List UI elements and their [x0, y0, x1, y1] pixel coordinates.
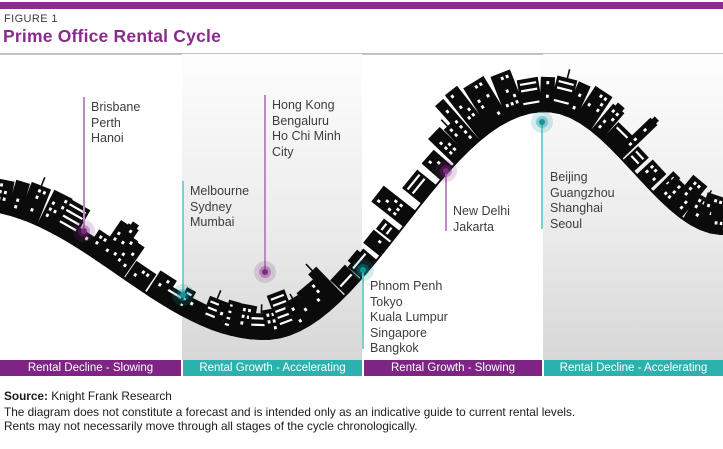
- disclaimer-line-2: Rents may not necessarily move through a…: [4, 419, 418, 433]
- phase-segment-3: Rental Growth - Slowing: [364, 360, 542, 376]
- phase-label: Rental Decline - Slowing: [27, 362, 154, 374]
- source-line: Source: Knight Frank Research: [4, 389, 719, 404]
- phase-label: Rental Growth - Slowing: [391, 362, 515, 374]
- phase-segment-4: Rental Decline - Accelerating: [544, 360, 723, 376]
- phase-segment-2: Rental Growth - Accelerating: [183, 360, 362, 376]
- header-accent-bar: [0, 2, 723, 9]
- skyline-buildings: [0, 69, 723, 340]
- disclaimer-line-1: The diagram does not constitute a foreca…: [4, 404, 576, 419]
- phase-label: Rental Growth - Accelerating: [199, 362, 346, 374]
- header-divider: [0, 53, 723, 55]
- source-text: Knight Frank Research: [51, 389, 172, 403]
- footer-notes: Source: Knight Frank Research The diagra…: [4, 389, 719, 435]
- figure-label: FIGURE 1: [4, 13, 58, 25]
- source-label: Source:: [4, 389, 48, 403]
- page-title: Prime Office Rental Cycle: [3, 26, 221, 46]
- phase-label: Rental Decline - Accelerating: [559, 362, 708, 374]
- phase-segment-1: Rental Decline - Slowing: [0, 360, 181, 376]
- phase-bar: Rental Decline - Slowing Rental Growth - …: [0, 360, 723, 376]
